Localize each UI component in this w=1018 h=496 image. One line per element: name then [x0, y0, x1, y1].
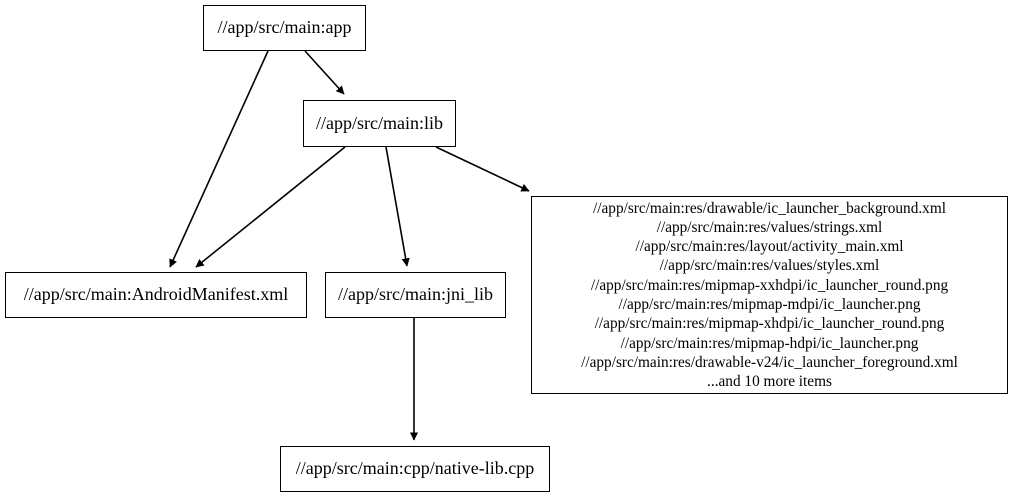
node-jni-lib-label: //app/src/main:jni_lib [338, 284, 493, 305]
node-resources-label: //app/src/main:res/drawable/ic_launcher_… [581, 199, 958, 391]
node-lib-label: //app/src/main:lib [316, 112, 443, 133]
edge-lib-to-jni-lib [385, 146, 410, 267]
edge-lib-to-manifest [195, 146, 346, 268]
edge-app-to-lib [304, 50, 345, 95]
node-lib[interactable]: //app/src/main:lib [303, 100, 456, 147]
edge-lib-to-resources [435, 146, 530, 192]
node-jni-lib[interactable]: //app/src/main:jni_lib [325, 272, 506, 318]
node-native-lib-cpp-label: //app/src/main:cpp/native-lib.cpp [295, 458, 535, 479]
node-app-label: //app/src/main:app [217, 17, 352, 38]
node-android-manifest[interactable]: //app/src/main:AndroidManifest.xml [5, 272, 307, 318]
node-resources[interactable]: //app/src/main:res/drawable/ic_launcher_… [531, 196, 1008, 394]
node-app[interactable]: //app/src/main:app [203, 5, 366, 51]
node-android-manifest-label: //app/src/main:AndroidManifest.xml [23, 284, 289, 305]
edge-app-to-manifest [169, 50, 269, 268]
node-native-lib-cpp[interactable]: //app/src/main:cpp/native-lib.cpp [280, 446, 550, 492]
